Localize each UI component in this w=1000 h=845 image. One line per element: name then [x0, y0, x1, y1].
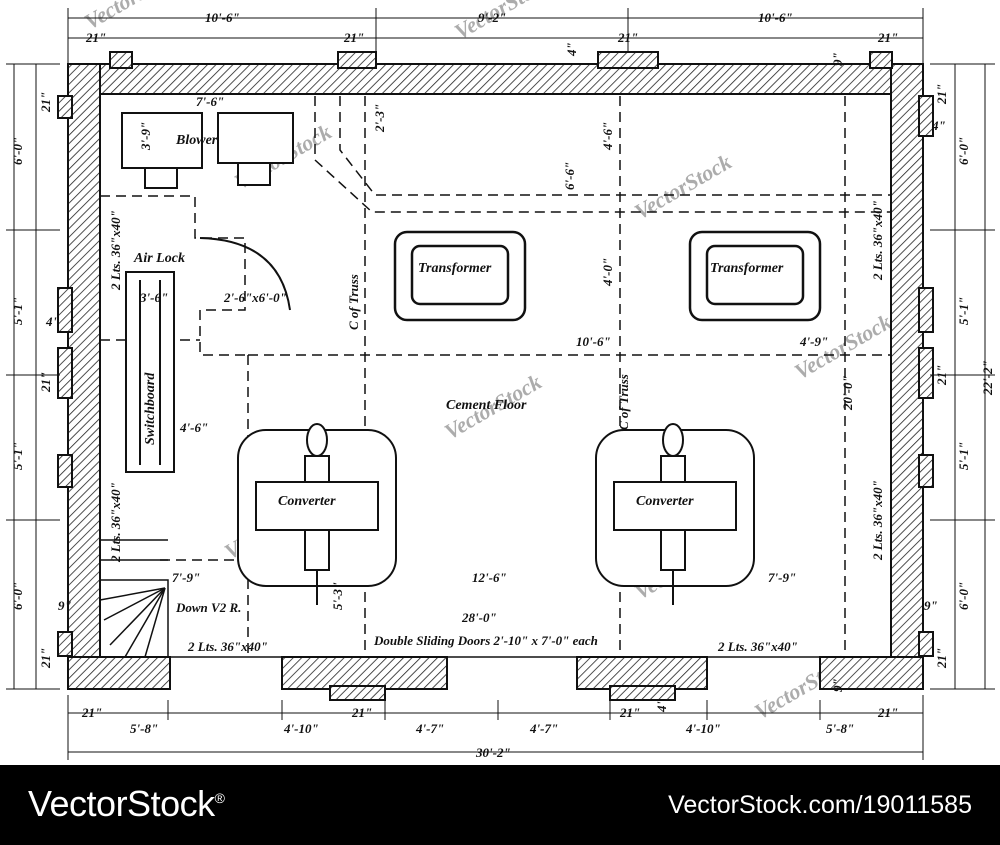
- converter-right-label: Converter: [636, 494, 694, 509]
- dim-wall-thickness-1: 9": [58, 598, 72, 613]
- dim-right-2: 5'-1": [956, 297, 971, 325]
- dim-right-4: 6'-0": [956, 582, 971, 610]
- dim-top-pier-2: 21": [343, 30, 364, 45]
- dim-interior-width: 28'-0": [461, 610, 497, 625]
- dim-transformer-rise: 6'-6": [562, 162, 577, 190]
- dim-right-3: 5'-1": [956, 442, 971, 470]
- interior-outline: [99, 93, 892, 658]
- converter-left-label: Converter: [278, 494, 336, 509]
- dimension-lines: [6, 8, 995, 760]
- dim-converter-depth: 5'-3": [330, 582, 345, 610]
- dim-offset-3: 4": [931, 118, 946, 133]
- dim-bottom-4: 4'-7": [529, 721, 558, 736]
- dim-transformer-upper: 4'-6": [600, 122, 615, 151]
- dim-wall-thickness-4: 9": [830, 678, 845, 692]
- dim-bottom-pier-3: 21": [619, 705, 640, 720]
- cement-floor-label: Cement Floor: [446, 398, 527, 413]
- dim-transformer-spacing: 10'-6": [576, 334, 611, 349]
- dim-bottom-pier-2: 21": [351, 705, 372, 720]
- dim-left-pier-1: 21": [38, 92, 53, 113]
- dim-left-1: 6'-0": [10, 137, 25, 165]
- dim-wall-thickness-2: 9": [924, 598, 938, 613]
- dim-bottom-pier-4: 21": [877, 705, 898, 720]
- brand-name: VectorStock: [28, 783, 215, 824]
- dim-overall-height: 22'-2": [980, 360, 995, 396]
- dim-left-pier-3: 21": [38, 648, 53, 669]
- air-lock-door-swing: [199, 237, 291, 311]
- dim-top-pier-1: 21": [85, 30, 106, 45]
- air-lock-label: Air Lock: [133, 251, 185, 266]
- dim-left-3: 5'-1": [10, 442, 25, 470]
- dim-top-pier-4: 21": [877, 30, 898, 45]
- dim-duct-drop: 2'-3": [372, 104, 387, 133]
- dim-left-2: 5'-1": [10, 297, 25, 325]
- dim-offset-2: 4": [45, 314, 60, 329]
- blower-label: Blower: [175, 133, 218, 148]
- dim-transformer-offset: 4'-9": [799, 334, 828, 349]
- window-label-right-lower: 2 Lts. 36"x40": [870, 480, 885, 561]
- dim-bottom-3: 4'-7": [415, 721, 444, 736]
- dim-converter-right-offset: 7'-9": [768, 570, 796, 585]
- switchboard: [125, 271, 175, 473]
- registered-mark: ®: [214, 790, 225, 806]
- dim-top-2: 9'-2": [478, 10, 506, 25]
- dim-transformer-lower: 4'-0": [600, 258, 615, 287]
- dim-right-pier-3: 21": [934, 648, 949, 669]
- dim-blower-depth: 3'-9": [138, 122, 153, 151]
- converter-left: [237, 423, 397, 605]
- dim-right-pier-2: 21": [934, 365, 949, 386]
- stair: [99, 539, 169, 658]
- footer-bar: VectorStock® VectorStock.com/19011585: [0, 765, 1000, 845]
- switchboard-label: Switchboard: [143, 372, 158, 445]
- door-note: Double Sliding Doors 2'-10" x 7'-0" each: [373, 633, 598, 648]
- transformer-left-label: Transformer: [418, 261, 492, 276]
- dim-bottom-6: 5'-8": [826, 721, 854, 736]
- floor-plan-drawing: VectorStock VectorStock VectorStock Vect…: [6, 0, 995, 760]
- dim-converter-spacing: 12'-6": [472, 570, 507, 585]
- dim-top-1: 10'-6": [205, 10, 240, 25]
- dim-left-pier-2: 21": [38, 372, 53, 393]
- window-label-left-lower: 2 Lts. 36"x40": [108, 482, 123, 563]
- dim-bottom-1: 5'-8": [130, 721, 158, 736]
- dim-stair-offset: 7'-9": [172, 570, 200, 585]
- window-label-left-upper: 2 Lts. 36"x40": [108, 210, 123, 291]
- dim-wall-thickness-3: 9": [830, 52, 845, 66]
- dim-left-4: 6'-0": [10, 582, 25, 610]
- dim-interior-height: 20'-0": [840, 375, 855, 411]
- dim-switchboard-clear: 4'-6": [179, 420, 208, 435]
- dim-top-pier-3: 21": [617, 30, 638, 45]
- truss-right-label: C of Truss: [616, 374, 631, 430]
- dim-right-1: 6'-0": [956, 137, 971, 165]
- dim-overall-width: 30'-2": [475, 745, 511, 760]
- transformer-right-label: Transformer: [710, 261, 784, 276]
- truss-left-label: C of Truss: [346, 274, 361, 330]
- dim-bottom-pier-1: 21": [81, 705, 102, 720]
- footer-brand: VectorStock®: [28, 783, 225, 825]
- window-label-right-upper: 2 Lts. 36"x40": [870, 200, 885, 281]
- dim-offset-4: 4": [654, 698, 669, 713]
- window-label-bottom-right: 2 Lts. 36"x40": [717, 639, 798, 654]
- dim-airlock-door: 2'-6"x6'-0": [223, 290, 287, 305]
- dim-offset-1: 4": [564, 42, 579, 57]
- transformer-right: [688, 230, 822, 322]
- watermark: VectorStock: [630, 149, 736, 224]
- dim-bottom-2: 4'-10": [283, 721, 319, 736]
- dim-top-3: 10'-6": [758, 10, 793, 25]
- window-label-bottom-left: 2 Lts. 36"x40": [187, 639, 268, 654]
- dim-bottom-5: 4'-10": [685, 721, 721, 736]
- transformer-left: [393, 230, 527, 322]
- dim-switchboard-width: 3'-6": [139, 290, 168, 305]
- down-stair-label: Down V2 R.: [175, 600, 241, 615]
- footer-url: VectorStock.com/19011585: [668, 791, 972, 819]
- blower-units: [121, 112, 294, 189]
- converter-right: [595, 423, 755, 605]
- dim-right-pier-1: 21": [934, 84, 949, 105]
- dim-blower-width: 7'-6": [196, 94, 224, 109]
